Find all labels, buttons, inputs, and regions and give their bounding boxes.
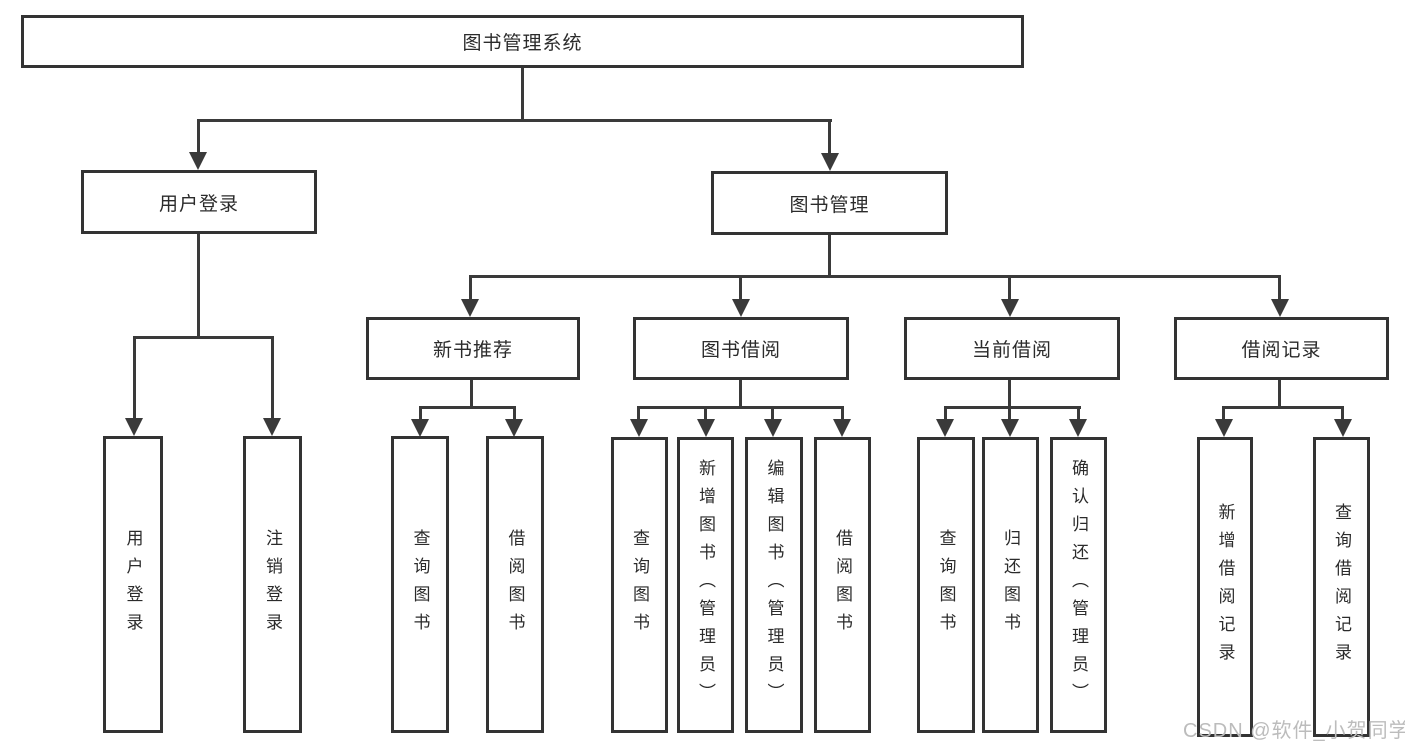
node-label: 图书借阅 — [700, 340, 781, 361]
connector-line — [271, 336, 274, 422]
node-label: 编辑图书（管理员） — [764, 459, 784, 711]
leaf-borrowing-edit-books-admin: 编辑图书（管理员） — [745, 437, 803, 733]
arrowhead-icon — [263, 418, 281, 436]
arrowhead-icon — [1069, 419, 1087, 437]
connector-line — [1008, 406, 1011, 422]
arrowhead-icon — [1271, 299, 1289, 317]
arrowhead-icon — [764, 419, 782, 437]
arrowhead-icon — [505, 419, 523, 437]
node-book-borrowing: 图书借阅 — [633, 317, 849, 380]
arrowhead-icon — [1001, 299, 1019, 317]
leaf-recommend-borrow-books: 借阅图书 — [486, 436, 544, 733]
node-label: 图书管理 — [789, 194, 870, 216]
connector-line — [419, 406, 516, 409]
connector-line — [469, 275, 472, 303]
leaf-user-login: 用户登录 — [103, 436, 163, 733]
connector-line — [841, 406, 844, 422]
leaf-records-query-borrow-record: 查询借阅记录 — [1313, 437, 1370, 737]
leaf-current-return-books: 归还图书 — [982, 437, 1039, 733]
arrowhead-icon — [461, 299, 479, 317]
leaf-borrowing-query-books: 查询图书 — [611, 437, 668, 733]
connector-line — [1341, 406, 1344, 422]
connector-line — [133, 336, 136, 422]
node-current-borrowing: 当前借阅 — [904, 317, 1120, 380]
connector-line — [197, 232, 200, 339]
connector-line — [1222, 406, 1225, 422]
node-label: 借阅记录 — [1241, 340, 1322, 361]
node-borrowing-records: 借阅记录 — [1174, 317, 1389, 380]
leaf-borrowing-borrow-books: 借阅图书 — [814, 437, 871, 733]
node-label: 查询图书 — [936, 529, 956, 641]
connector-line — [704, 406, 707, 422]
node-label: 注销登录 — [263, 528, 282, 641]
node-label: 查询借阅记录 — [1332, 503, 1351, 671]
arrowhead-icon — [189, 152, 207, 170]
node-label: 用户登录 — [158, 193, 239, 215]
arrowhead-icon — [697, 419, 715, 437]
connector-line — [828, 233, 831, 278]
connector-line — [771, 406, 774, 422]
node-label: 新增借阅记录 — [1215, 503, 1235, 671]
node-book-management: 图书管理 — [711, 171, 948, 235]
connector-line — [637, 406, 844, 409]
connector-line — [1077, 406, 1080, 422]
arrowhead-icon — [833, 419, 851, 437]
connector-line — [1278, 378, 1281, 409]
connector-line — [197, 119, 200, 156]
connector-line — [944, 406, 947, 422]
connector-line — [470, 378, 473, 409]
connector-line — [637, 406, 640, 422]
csdn-watermark: CSDN @软件_小贺同学 — [1183, 720, 1405, 742]
node-label: 确认归还（管理员） — [1069, 459, 1088, 711]
connector-line — [469, 275, 1281, 278]
connector-line — [1222, 406, 1344, 409]
arrowhead-icon — [630, 419, 648, 437]
node-label: 查询图书 — [410, 528, 430, 641]
connector-line — [739, 378, 742, 409]
arrowhead-icon — [936, 419, 954, 437]
node-library-management-system: 图书管理系统 — [21, 15, 1024, 68]
leaf-current-query-books: 查询图书 — [917, 437, 975, 733]
connector-line — [133, 336, 274, 339]
connector-line — [828, 119, 831, 157]
arrowhead-icon — [1215, 419, 1233, 437]
node-label: 用户登录 — [123, 528, 143, 641]
node-label: 借阅图书 — [505, 528, 525, 641]
arrowhead-icon — [411, 419, 429, 437]
connector-line — [197, 119, 832, 122]
node-user-login: 用户登录 — [81, 170, 317, 234]
leaf-records-add-borrow-record: 新增借阅记录 — [1197, 437, 1253, 737]
arrowhead-icon — [1001, 419, 1019, 437]
arrowhead-icon — [1334, 419, 1352, 437]
connector-line — [1008, 275, 1011, 303]
node-label: 归还图书 — [1001, 529, 1020, 641]
arrowhead-icon — [821, 153, 839, 171]
node-label: 当前借阅 — [971, 340, 1052, 361]
leaf-logout: 注销登录 — [243, 436, 302, 733]
connector-line — [419, 406, 422, 422]
connector-line — [1278, 275, 1281, 303]
node-label: 查询图书 — [630, 529, 649, 641]
connector-line — [739, 275, 742, 303]
node-label: 借阅图书 — [833, 529, 852, 641]
node-label: 图书管理系统 — [462, 33, 583, 54]
connector-line — [521, 66, 524, 119]
arrowhead-icon — [732, 299, 750, 317]
connector-line — [1008, 378, 1011, 409]
leaf-borrowing-add-books-admin: 新增图书（管理员） — [677, 437, 734, 733]
leaf-current-confirm-return-admin: 确认归还（管理员） — [1050, 437, 1107, 733]
arrowhead-icon — [125, 418, 143, 436]
node-label: 新书推荐 — [432, 340, 513, 361]
leaf-recommend-query-books: 查询图书 — [391, 436, 449, 733]
connector-line — [513, 406, 516, 422]
connector-line — [944, 406, 1081, 409]
node-label: 新增图书（管理员） — [696, 459, 715, 711]
node-new-book-recommendation: 新书推荐 — [366, 317, 580, 380]
